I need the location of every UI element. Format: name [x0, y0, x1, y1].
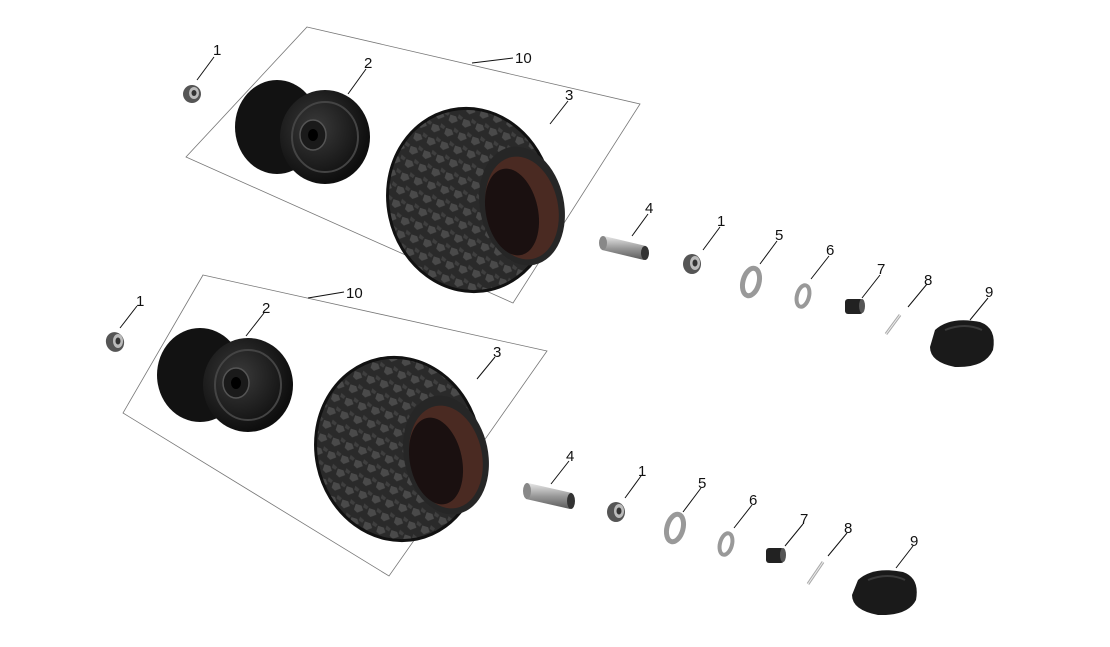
bearing-icon	[183, 85, 201, 103]
washer-icon	[739, 265, 763, 299]
callout-label: 5	[775, 227, 783, 244]
leader-line	[969, 297, 989, 321]
leader-line	[733, 504, 753, 529]
tire-icon	[386, 106, 565, 294]
leader-line	[682, 487, 702, 513]
leader-line	[549, 100, 569, 125]
castle-nut-icon	[845, 299, 865, 314]
leader-line	[471, 57, 514, 64]
leader-line	[624, 475, 642, 499]
leader-line	[907, 283, 928, 308]
callout-label: 9	[985, 284, 993, 301]
leader-line	[759, 240, 778, 265]
hub-cap-icon	[930, 320, 994, 368]
leader-line	[702, 226, 721, 251]
leader-line	[861, 274, 881, 299]
leader-line	[895, 545, 914, 569]
callout-label: 10	[346, 285, 363, 302]
cotter-pin-icon	[884, 314, 902, 335]
callout-label: 1	[136, 293, 144, 310]
leader-line	[550, 460, 570, 485]
washer-icon	[794, 283, 812, 309]
leader-line	[476, 356, 496, 380]
leader-line	[827, 532, 848, 557]
callout-label: 1	[638, 463, 646, 480]
assembly-outline	[122, 274, 548, 577]
leader-line	[119, 305, 138, 329]
callout-label: 7	[877, 261, 885, 278]
callout-label: 3	[565, 87, 573, 104]
callout-label: 8	[924, 272, 932, 289]
callout-label: 5	[698, 475, 706, 492]
washer-icon	[717, 531, 735, 557]
washer-icon	[663, 511, 687, 545]
bearing-icon	[683, 254, 701, 274]
wheel-rim-icon	[157, 328, 293, 432]
leader-line	[631, 213, 649, 237]
callout-label: 7	[800, 511, 808, 528]
callout-label: 8	[844, 520, 852, 537]
leader-line	[810, 255, 830, 280]
callout-label: 9	[910, 533, 918, 550]
callout-label: 1	[717, 213, 725, 230]
tire-icon	[314, 355, 489, 543]
leader-line	[307, 291, 345, 299]
wheel-rim-icon	[235, 80, 370, 184]
leader-line	[347, 68, 367, 95]
leader-line	[784, 523, 804, 547]
callout-label: 2	[262, 300, 270, 317]
callout-label: 6	[749, 492, 757, 509]
bearing-icon	[607, 502, 625, 522]
cotter-pin-icon	[806, 561, 825, 585]
callout-label: 4	[566, 448, 574, 465]
hub-cap-icon	[852, 570, 917, 616]
callout-label: 3	[493, 344, 501, 361]
upper-wheel-assembly: 1 2 10 3 4 1 5 6 7 8 9	[183, 26, 994, 368]
bearing-icon	[105, 332, 125, 352]
callout-label: 10	[515, 50, 532, 67]
lower-wheel-assembly: 1 2 10 3 4 1 5 6 7 8 9	[105, 274, 918, 616]
callout-label: 2	[364, 55, 372, 72]
spacer-sleeve-icon	[599, 236, 649, 260]
callout-label: 1	[213, 42, 221, 59]
castle-nut-icon	[766, 548, 786, 563]
leader-line	[245, 312, 265, 337]
callout-label: 6	[826, 242, 834, 259]
assembly-outline	[185, 26, 641, 304]
callout-label: 4	[645, 200, 653, 217]
spacer-sleeve-icon	[523, 483, 575, 509]
leader-line	[196, 56, 215, 81]
